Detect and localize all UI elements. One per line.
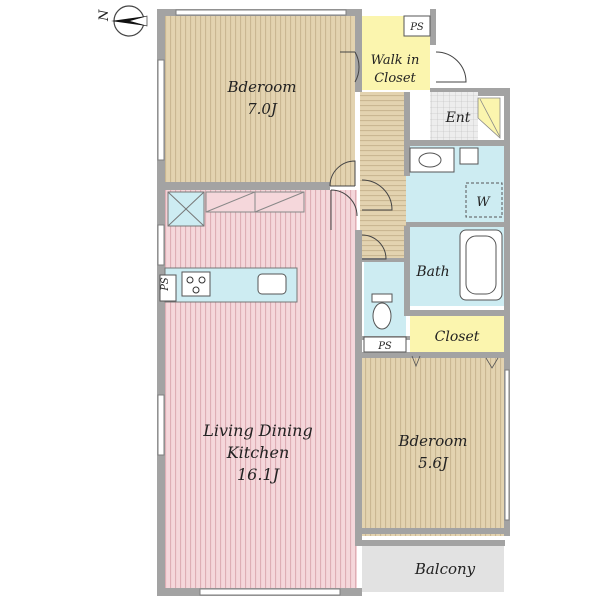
compass: N [97, 5, 148, 37]
closet-door-icon [485, 357, 499, 369]
ldk-floor [165, 190, 357, 590]
ps-box-toilet: PS [363, 336, 407, 353]
doors [329, 51, 467, 260]
ps-box-kitchen: PS [159, 274, 177, 302]
bedroom1-door-icon [329, 160, 356, 187]
washroom-door-icon [361, 179, 393, 211]
ldk-line2: Kitchen [226, 443, 290, 462]
washer-label: W [476, 195, 491, 210]
bathtub-icon [459, 229, 503, 301]
ldk-size: 16.1J [237, 465, 281, 484]
bedroom1-floor [165, 16, 355, 186]
bedroom2-size: 5.6J [418, 454, 449, 472]
closet-label: Closet [435, 329, 480, 345]
walk-in-closet-door-icon [340, 51, 360, 83]
water-heater-icon [459, 147, 479, 165]
entrance-floor [430, 92, 478, 140]
compass-north-label: N [97, 9, 112, 22]
walk-in-closet-line2: Closet [374, 71, 416, 86]
ldk-door-icon [330, 189, 358, 230]
bedroom1-name: Bderoom [227, 78, 297, 96]
entrance-label: Ent [445, 110, 471, 126]
washbasin-icon [409, 147, 455, 173]
bedroom1-size: 7.0J [247, 100, 278, 118]
svg-text:PS: PS [377, 341, 392, 352]
washer-space [465, 182, 503, 218]
balcony-floor [362, 546, 504, 592]
walk-in-closet-line1: Walk in [371, 53, 420, 68]
windows [157, 9, 510, 596]
shoe-cabinet [477, 97, 501, 139]
ldk-line1: Living Dining [202, 421, 312, 440]
entrance-door-icon [435, 51, 467, 83]
stove-icon [181, 271, 211, 297]
svg-text:PS: PS [160, 277, 171, 292]
svg-text:PS: PS [409, 22, 424, 33]
balcony-label: Balcony [414, 560, 476, 578]
bedroom2-floor [362, 358, 504, 536]
ps-box-top: PS [403, 15, 431, 37]
kitchen-counter [164, 267, 298, 303]
toilet-icon [371, 293, 393, 330]
hallway-floor [360, 92, 406, 260]
bath-label: Bath [415, 264, 449, 280]
sink-icon [257, 273, 287, 295]
toilet-door-icon [361, 234, 387, 260]
kitchen-upper-cabinet [167, 191, 305, 227]
closet-floor [410, 316, 504, 356]
bedroom2-name: Bderoom [398, 432, 468, 450]
